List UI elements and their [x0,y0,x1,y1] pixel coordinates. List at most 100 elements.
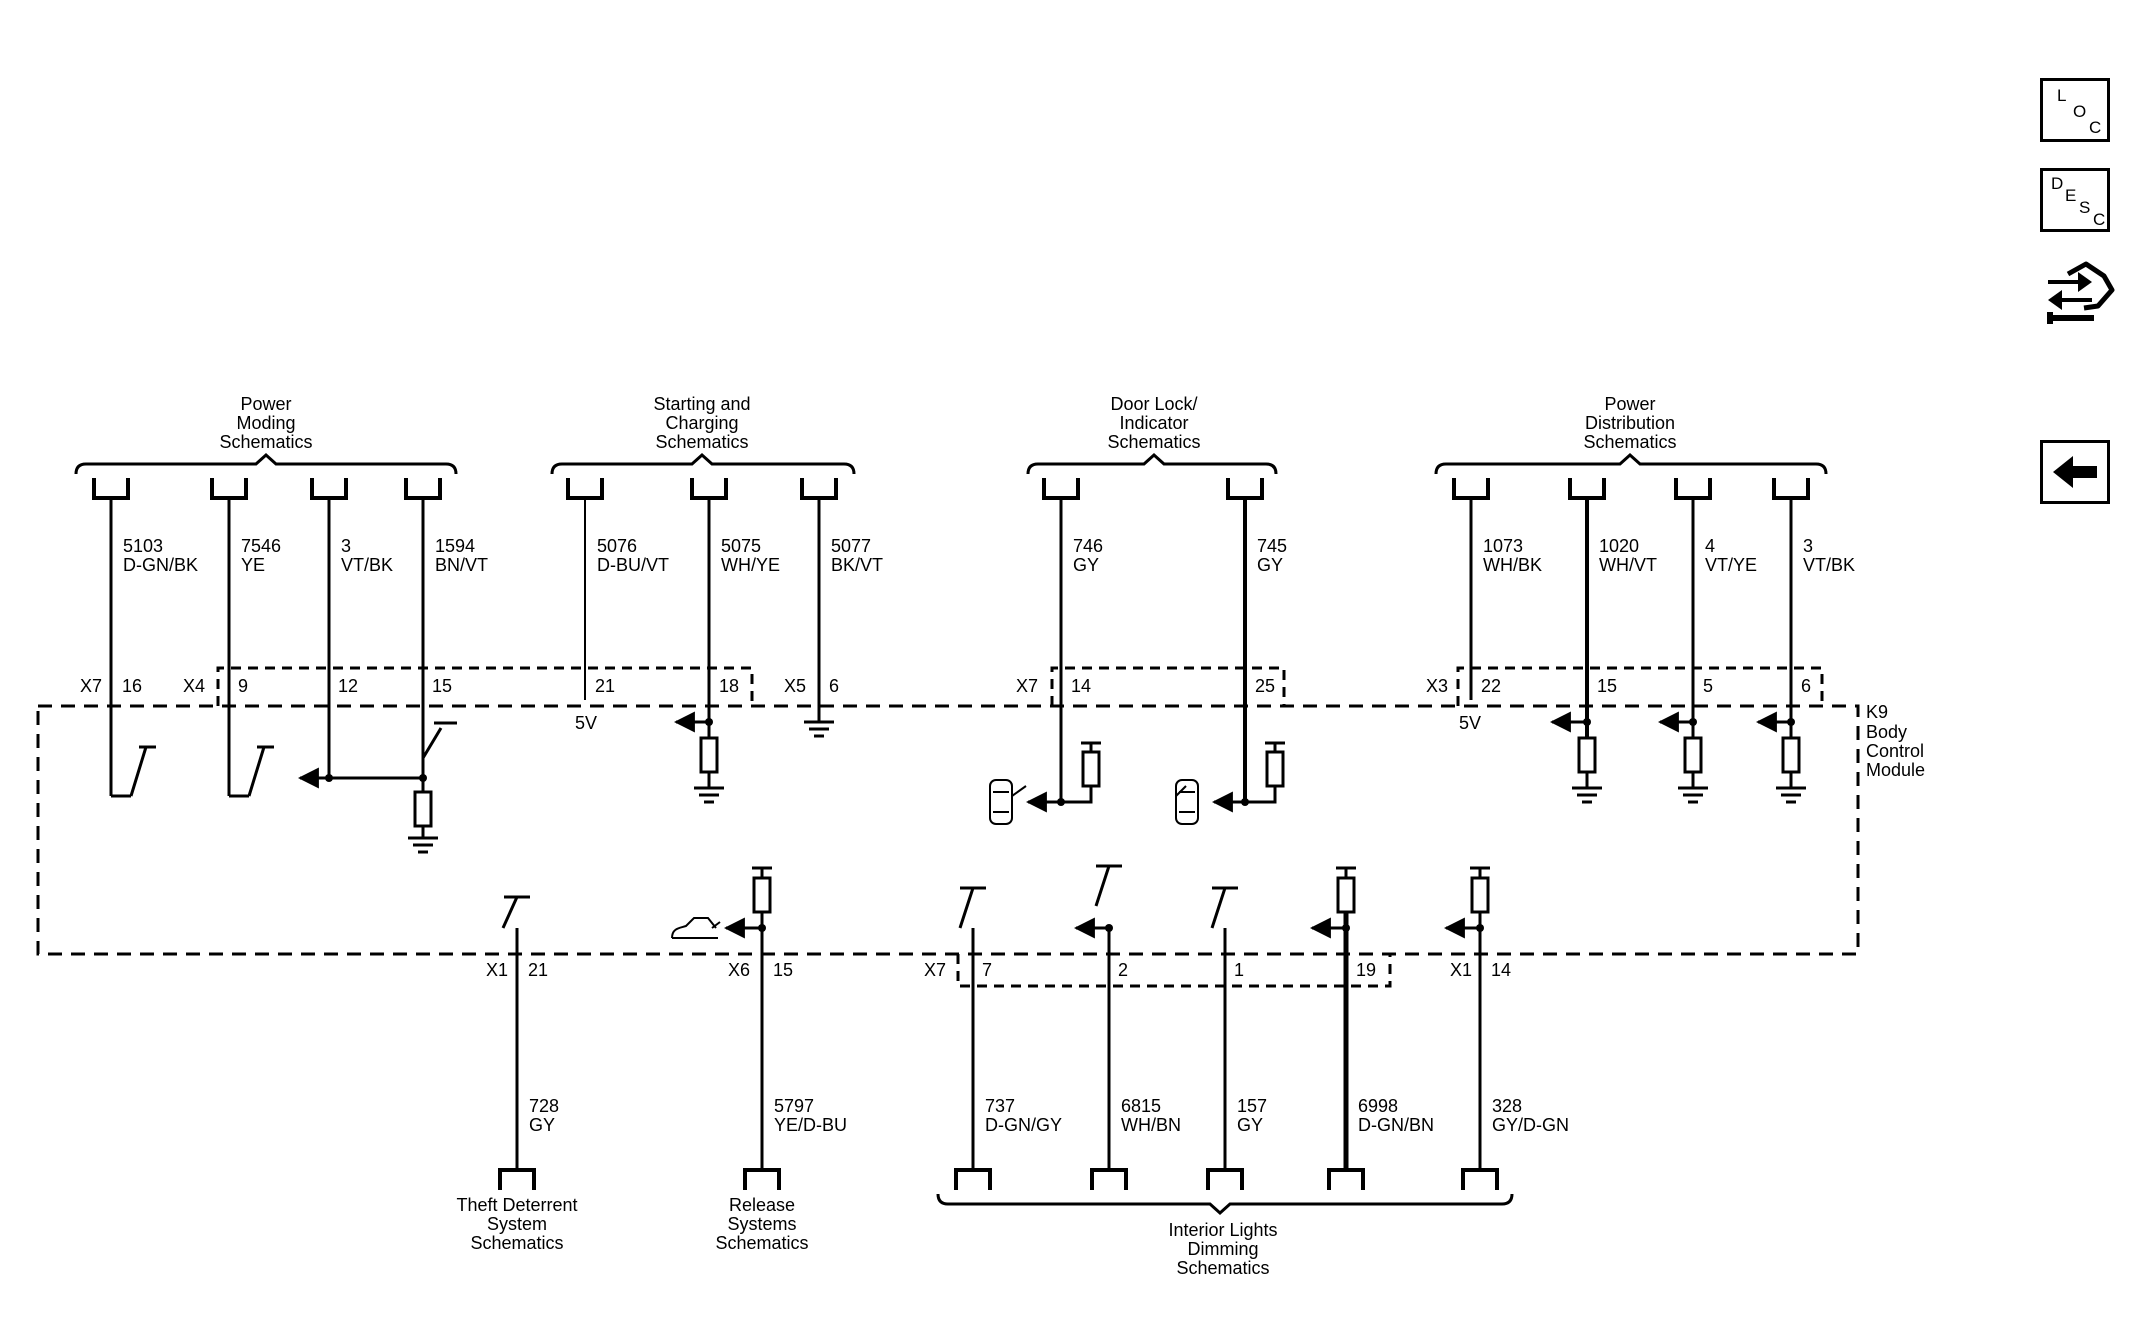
group-title-line: Door Lock/ [1110,394,1197,414]
wire-color: YE [241,555,265,575]
wire-color: GY [529,1115,555,1135]
loc-button[interactable]: L O C [2040,78,2110,142]
group-door-lock: Door Lock/ Indicator Schematics 746 GY 7… [989,394,1287,825]
connector-terminal [1206,1168,1244,1190]
pin-number: 15 [1597,676,1617,696]
switch-symbol [1210,886,1238,929]
connector-terminal [498,1168,536,1190]
k9-module-boundary [36,704,1860,956]
group-title-line: Charging [665,413,738,433]
connector-terminal [1327,1168,1365,1190]
resistor-symbol [1577,736,1597,774]
junction-dot [1241,798,1249,806]
group-title-line: Moding [236,413,295,433]
wire-color: D-GN/BK [123,555,198,575]
switch-symbol [501,895,530,929]
pin-number: 5 [1703,676,1713,696]
group-starting-charging: Starting and Charging Schematics 5076 D-… [550,394,883,804]
resistor-symbol [413,790,433,828]
connector-end-view-button[interactable] [2040,250,2120,336]
wire-color: BN/VT [435,555,488,575]
group-title-line: Schematics [1107,432,1200,452]
connector-end-view-icon [2047,261,2115,324]
ground-symbol [1572,772,1602,804]
resistor-symbol [1781,736,1801,774]
group-release-systems: X6 15 5797 YE/D-BU Release Systems Schem… [671,866,847,1253]
wire-circuit: 3 [341,536,351,556]
group-title-line: Systems [727,1214,796,1234]
loc-letter: O [2073,102,2087,121]
pin-number: 21 [528,960,548,980]
ground-symbol [1678,772,1708,804]
junction-dot [1689,718,1697,726]
wire-color: BK/VT [831,555,883,575]
pin-number: 12 [338,676,358,696]
back-button[interactable] [2040,440,2110,504]
connector-id: X4 [183,676,205,696]
connector-id: X7 [80,676,102,696]
group-title-line: Power [240,394,291,414]
ground-symbol [694,772,724,804]
switch-symbol [111,745,156,798]
junction-dot [1476,924,1484,932]
ground-symbol [1776,772,1806,804]
voltage-5v-label: 5V [1459,713,1481,733]
wire-color: D-GN/GY [985,1115,1062,1135]
pin-number: 22 [1481,676,1501,696]
connector-x4-region [216,666,754,706]
resistor-symbol [1265,750,1285,788]
resistor-symbol [1081,750,1101,788]
k9-module-name-1: K9 [1866,702,1888,722]
wire-color: WH/YE [721,555,780,575]
group-brace [1434,452,1828,475]
group-title-line: Dimming [1187,1239,1258,1259]
connector-id: X6 [728,960,750,980]
pin-number: 2 [1118,960,1128,980]
group-interior-lights: X7 7 737 D-GN/GY 2 6815 WH/BN 1 157 GY 1… [924,864,1569,1278]
group-title-line: Schematics [470,1233,563,1253]
loc-letter: C [2089,118,2102,137]
k9-module-name-3: Control [1866,741,1924,761]
wire-circuit: 1020 [1599,536,1639,556]
resistor-symbol [1336,876,1356,914]
connector-terminal [1674,478,1712,500]
group-title-line: Interior Lights [1168,1220,1277,1240]
switch-symbol [229,745,274,798]
group-brace [74,452,458,475]
resistor-symbol [1470,876,1490,914]
connector-terminal [310,478,348,500]
wire-circuit: 745 [1257,536,1287,556]
wire-circuit: 328 [1492,1096,1522,1116]
wire-color: WH/BK [1483,555,1542,575]
pin-number: 6 [1801,676,1811,696]
connector-terminal [1042,478,1080,500]
pin-number: 25 [1255,676,1275,696]
ground-symbol [804,716,834,738]
ground-symbol [408,826,438,854]
pin-number: 15 [773,960,793,980]
junction-dot [1105,924,1113,932]
wire-color: GY/D-GN [1492,1115,1569,1135]
switch-symbol [1094,864,1122,907]
wire-circuit: 157 [1237,1096,1267,1116]
desc-button[interactable]: D E S C [2040,168,2110,232]
connector-terminal [1772,478,1810,500]
pullup-supply [752,866,772,878]
pin-number: 1 [1234,960,1244,980]
connector-x7-region [1050,666,1286,706]
group-title-line: Schematics [1176,1258,1269,1278]
connector-id: X5 [784,676,806,696]
wire-color: WH/VT [1599,555,1657,575]
wire-circuit: 737 [985,1096,1015,1116]
wire-circuit: 1073 [1483,536,1523,556]
group-title-line: Schematics [1583,432,1676,452]
connector-x3-region [1456,666,1824,706]
wire-color: GY [1237,1115,1263,1135]
pin-number: 14 [1491,960,1511,980]
group-title-line: System [487,1214,547,1234]
vehicle-door-icon [1175,779,1199,825]
connector-terminal [404,478,442,500]
wire [1245,786,1277,804]
wire-color: WH/BN [1121,1115,1181,1135]
